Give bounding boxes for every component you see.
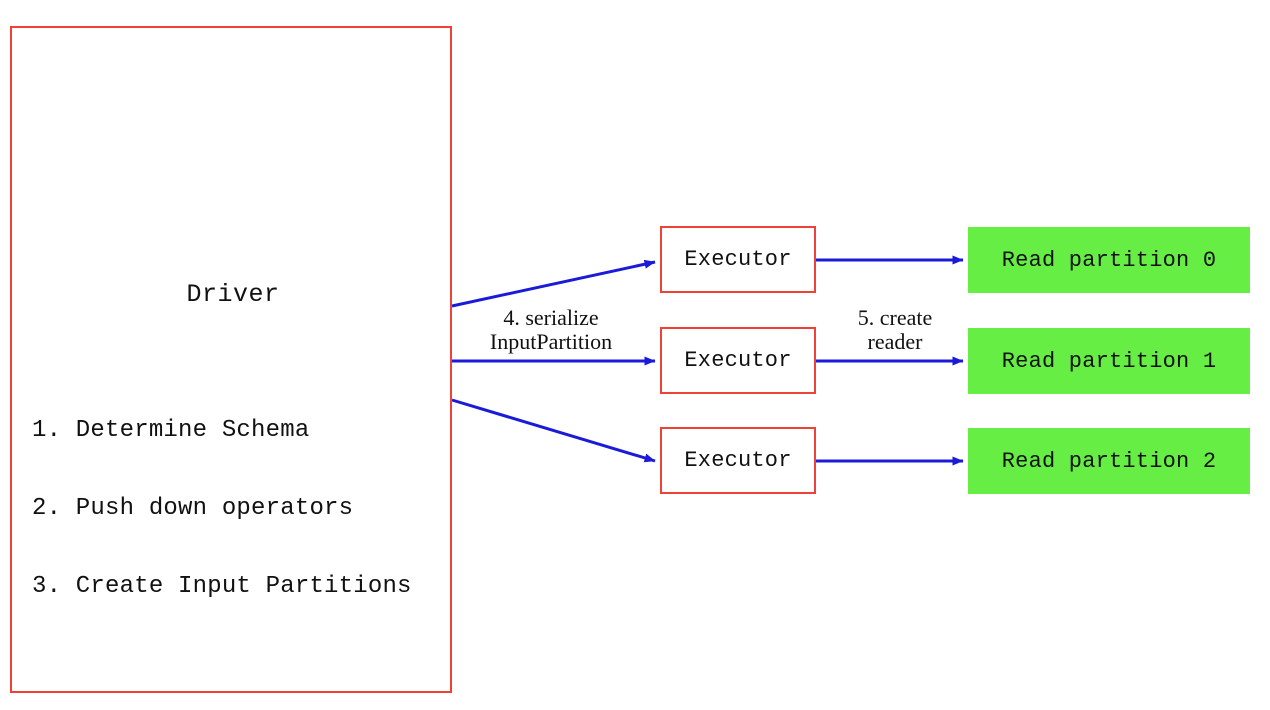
arrow-driver-to-executor-2: [451, 398, 656, 463]
edge-label-serialize-line-2: InputPartition: [489, 329, 613, 354]
driver-box: Driver 1. Determine Schema 2. Push down …: [10, 26, 452, 693]
executor-label-1: Executor: [684, 348, 792, 373]
driver-title: Driver: [186, 280, 280, 309]
partition-box-1: Read partition 1: [968, 328, 1250, 394]
partition-label-1: Read partition 1: [1001, 348, 1217, 374]
partition-box-2: Read partition 2: [968, 428, 1250, 494]
partition-box-0: Read partition 0: [968, 227, 1250, 293]
executor-box-2: Executor: [660, 427, 816, 494]
partition-label-2: Read partition 2: [1001, 448, 1217, 474]
executor-label-2: Executor: [684, 448, 792, 473]
driver-step-2: 2. Push down operators: [32, 495, 354, 522]
executor-box-1: Executor: [660, 327, 816, 394]
arrow-driver-to-executor-0: [451, 259, 656, 308]
driver-steps-list: 1. Determine Schema 2. Push down operato…: [32, 366, 442, 652]
driver-step-1: 1. Determine Schema: [32, 417, 310, 444]
edge-label-serialize: 4. serialize InputPartition: [462, 306, 640, 354]
executor-label-0: Executor: [684, 247, 792, 272]
edge-label-create-reader-line-2: reader: [867, 329, 923, 354]
edge-label-serialize-line-1: 4. serialize: [503, 305, 599, 330]
edge-label-create-reader: 5. create reader: [828, 306, 962, 354]
edge-label-create-reader-line-1: 5. create: [857, 305, 933, 330]
executor-box-0: Executor: [660, 226, 816, 293]
partition-label-0: Read partition 0: [1001, 247, 1217, 273]
driver-step-3: 3. Create Input Partitions: [32, 573, 412, 600]
